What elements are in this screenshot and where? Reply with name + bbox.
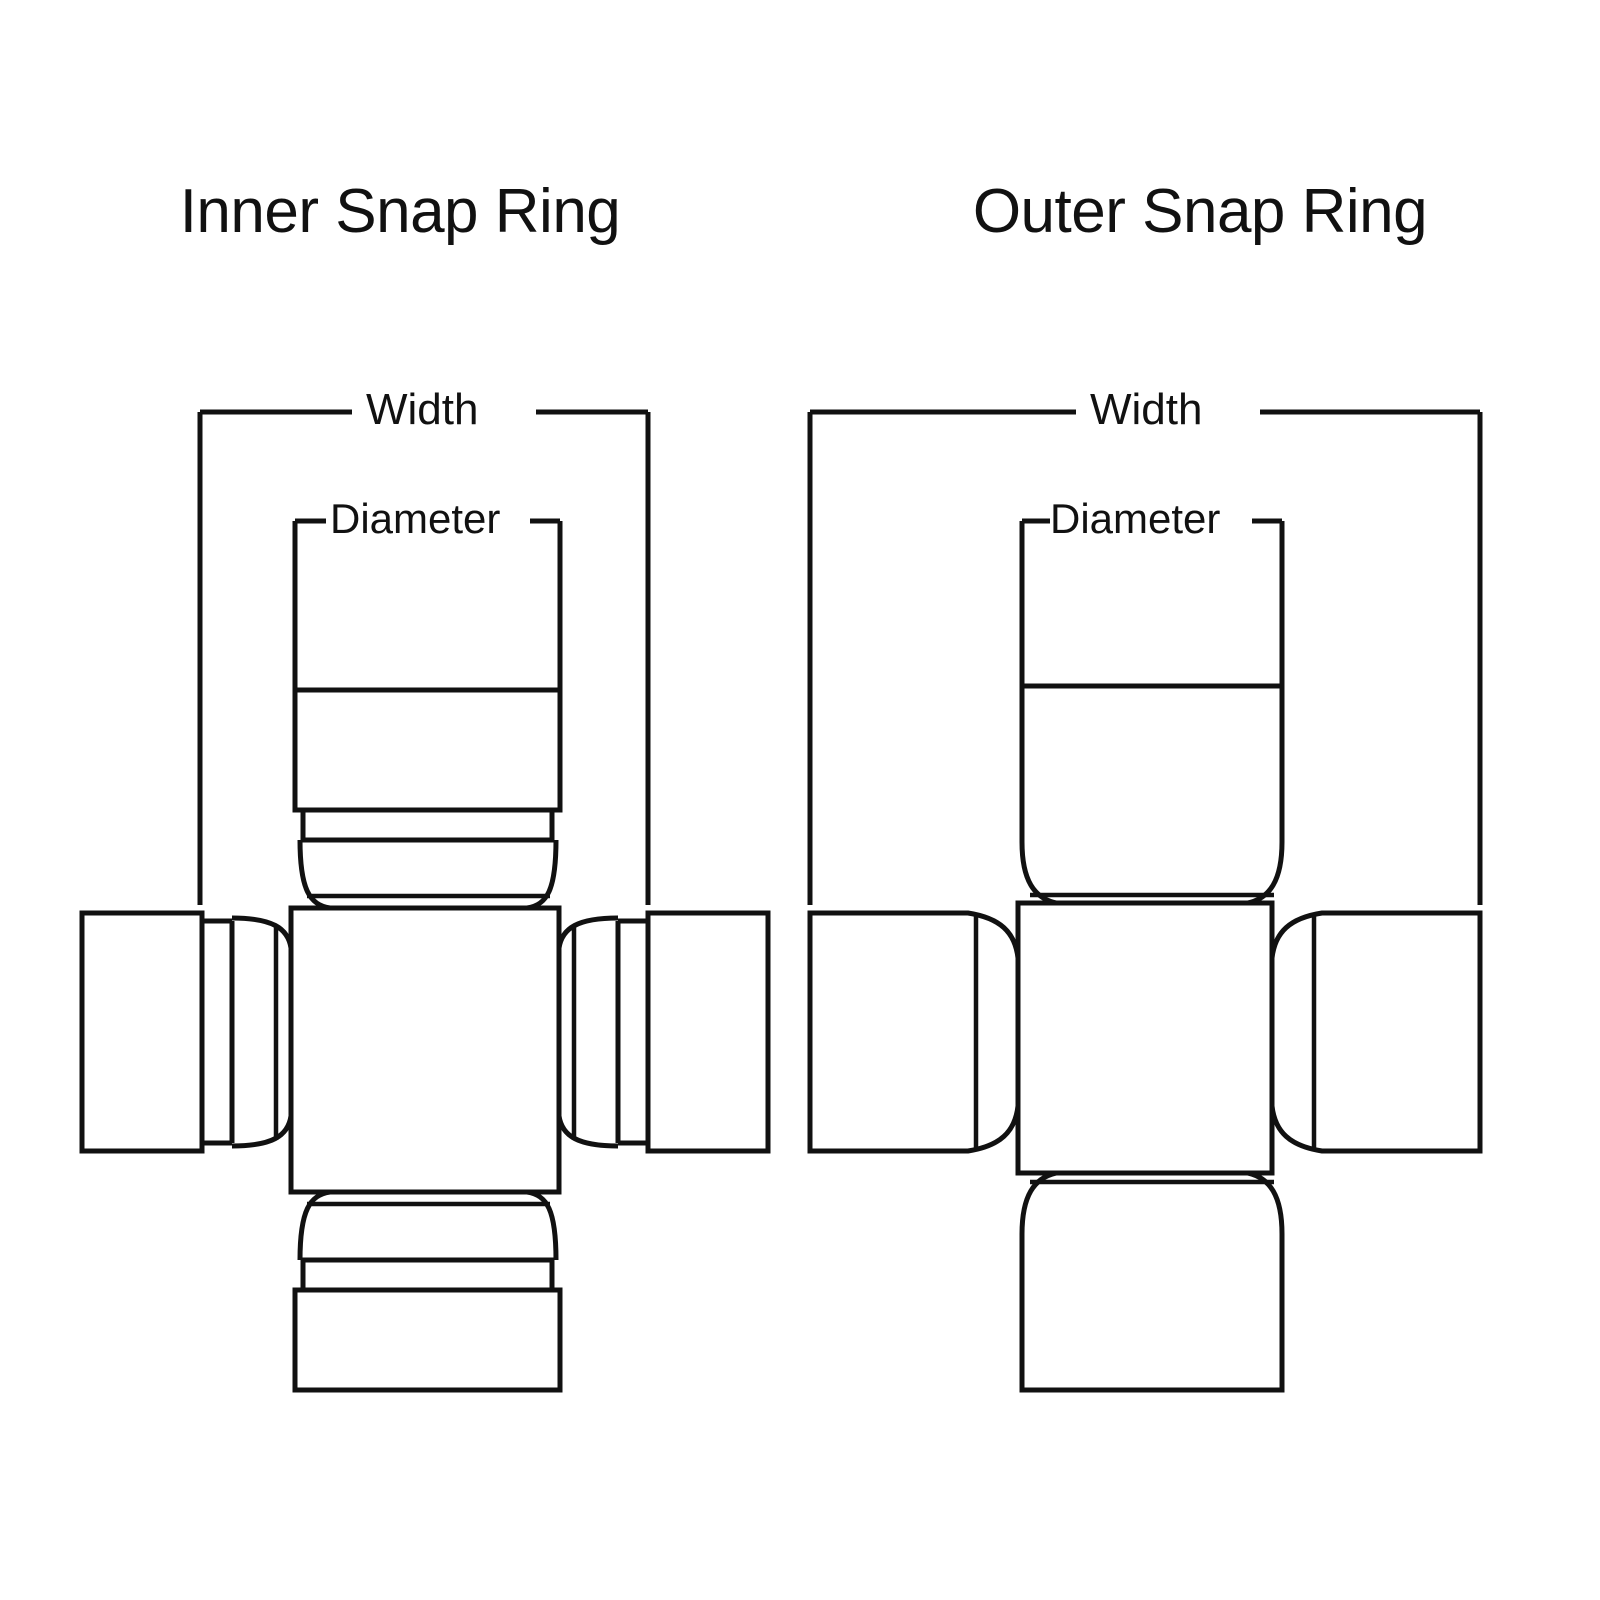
dimension-label-diameter-inner: Diameter [330,495,501,542]
left-cap-body [79,910,205,1154]
dimension-width-outer [807,409,1483,905]
bottom-cap-body [1019,1170,1285,1393]
left-flared-shoulder [231,915,294,1149]
dimension-label-diameter-outer: Diameter [1050,495,1221,542]
top-cap-body [1019,683,1285,906]
bottom-bearing-cap-inner [292,1189,563,1393]
left-bearing-cap-inner [79,910,294,1154]
bottom-bearing-cap-outer [1019,1170,1285,1393]
right-bearing-cap-inner [556,910,771,1154]
dimension-label-width-outer: Width [1090,385,1203,434]
bottom-cap-body [292,1287,563,1393]
bottom-snap-ring-band [300,1257,555,1290]
panel-title-outer: Outer Snap Ring [972,177,1428,246]
dimension-diameter-inner [292,518,563,690]
drawing-outer-snap-ring [807,409,1483,1393]
right-flared-shoulder [556,915,619,1149]
dimension-width-inner [197,409,651,905]
right-snap-ring-band [618,918,651,1146]
top-bearing-cap-outer [1019,683,1285,906]
center-cross-body-outer [1015,900,1275,1176]
dimension-diameter-outer [1019,518,1285,686]
dimension-label-width-inner: Width [366,385,479,434]
top-cap-body [292,687,563,813]
panel-title-inner: Inner Snap Ring [179,177,621,246]
panel-inner-snap-ring: Inner Snap Ring Width Diameter [79,181,771,1393]
top-bearing-cap-inner [292,687,563,911]
center-cross-body-inner [288,905,562,1195]
left-bearing-cap-outer [807,910,1021,1154]
right-cap-body [1269,910,1483,1154]
right-cap-body [645,910,771,1154]
panel-outer-snap-ring: Outer Snap Ring Width Diameter [800,0,1600,1600]
left-cap-body [807,910,1021,1154]
top-snap-ring-band [300,810,555,843]
drawing-inner-snap-ring [79,409,771,1393]
right-bearing-cap-outer [1269,910,1483,1154]
left-snap-ring-band [199,918,232,1146]
